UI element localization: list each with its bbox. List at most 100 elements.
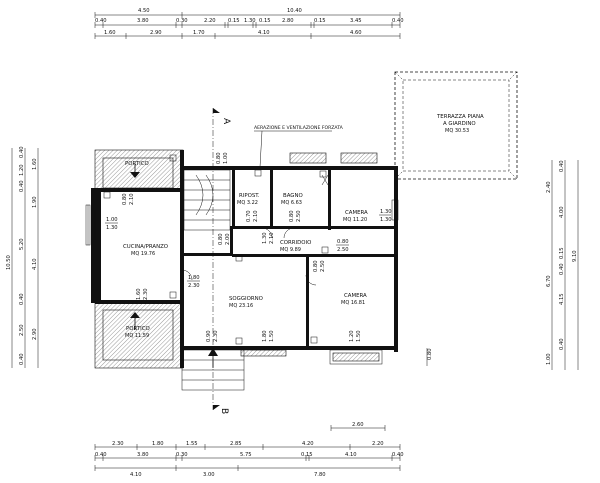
section-line: A B (212, 108, 231, 414)
dim-top-r2-4: 0.15 (228, 18, 240, 24)
terrazza-line1: TERRAZZA PIANA (436, 114, 484, 120)
dim-top-r3-4: 4.60 (350, 30, 362, 36)
bagno-name: BAGNO (283, 193, 303, 199)
camera2-name: CAMERA (344, 293, 367, 299)
bagno-area: MQ 6.63 (281, 200, 302, 206)
op-cucina-win-b: 1.30 (106, 225, 118, 231)
ripost-name: RIPOST. (239, 193, 260, 199)
op-camera1-b: 1.30 (380, 217, 392, 223)
terrazza-line2: A GIARDINO (443, 121, 476, 127)
dim-bot-r2-6: 0.40 (392, 452, 404, 458)
dim-bot-r1-2: 1.55 (186, 441, 198, 447)
dim-bot-r3-2: 7.80 (314, 472, 326, 478)
camera1-name: CAMERA (345, 210, 368, 216)
op-corr-right-a: 0.80 (337, 239, 349, 245)
dim-bot-r2-4: 0.15 (301, 452, 313, 458)
cucina-area: MQ 19.76 (131, 251, 155, 257)
bottom-dimension-lines: 2.60 2.30 1.80 1.55 2.85 4.20 2.20 0.40 … (94, 422, 404, 478)
dim-bot-r2-1: 3.80 (137, 452, 149, 458)
op-camera2-door-a: 0.80 (313, 260, 319, 272)
aerazione-label: AERAZIONE E VENTILAZIONE FORZATA (254, 125, 344, 131)
dim-left-total: 10.50 (6, 255, 12, 270)
dim-right-a-1: 2.40 (546, 181, 552, 193)
dim-right-a-4: 6.70 (546, 275, 552, 287)
op-corr-left-b: 2.00 (225, 233, 231, 245)
dim-top-r2-1: 3.80 (137, 18, 149, 24)
dim-top-r3-2: 1.70 (193, 30, 205, 36)
corridoio-name: CORRIDOIO (280, 240, 311, 246)
op-soggiorno-door-a: 1.80 (188, 275, 200, 281)
op-soggiorno-w2-b: 1.50 (269, 330, 275, 342)
soggiorno-name: SOGGIORNO (229, 296, 263, 302)
dim-bot-r2-5: 4.10 (345, 452, 357, 458)
dim-bot-r1-3: 2.85 (230, 441, 242, 447)
op-ripost-b: 2.10 (253, 210, 259, 222)
dim-top-r3-1: 2.90 (150, 30, 162, 36)
op-cucina-top-a: 0.80 (122, 193, 128, 205)
dim-bot-extra: 2.60 (352, 422, 364, 428)
dim-left-a-0: 0.40 (19, 146, 25, 158)
dim-top-r1-0: 4.50 (138, 8, 150, 14)
dim-top-r2-5: 1.30 (244, 18, 256, 24)
corridoio-area: MQ 9.89 (280, 247, 301, 253)
portico-top-name: PORTICO (125, 161, 149, 167)
dim-right-total: 9.10 (572, 250, 578, 262)
walls (85, 150, 399, 391)
dim-left-a-6: 0.40 (19, 293, 25, 305)
dim-top-r2-0: 0.40 (95, 18, 107, 24)
op-portico-top-a: 0.80 (216, 152, 222, 164)
ripost-area: MQ 3.22 (237, 200, 258, 206)
dim-right-a-3: 4.00 (559, 206, 565, 218)
section-a-label: A (221, 118, 231, 125)
dim-top-r3-3: 4.10 (258, 30, 270, 36)
terrazza-area: MQ 30.53 (445, 128, 469, 134)
dim-bot-r3-1: 3.00 (203, 472, 215, 478)
dim-left-a-2: 1.60 (32, 158, 38, 170)
dim-bot-r1-5: 2.20 (372, 441, 384, 447)
op-corr-mid-a: 1.30 (262, 232, 268, 244)
op-soggiorno-door-b: 2.30 (188, 283, 200, 289)
op-corr-mid-b: 2.10 (269, 232, 275, 244)
entrance-arrow-icon (208, 348, 218, 368)
camera2-area: MQ 16.81 (341, 300, 365, 306)
op-portico-bottom-b: 2.30 (143, 288, 149, 300)
soggiorno-area: MQ 23.16 (229, 303, 253, 309)
section-b-label: B (219, 408, 229, 414)
dim-bot-r1-1: 1.80 (152, 441, 164, 447)
op-bagno-b: 2.50 (296, 210, 302, 222)
dim-top-r2-2: 0.30 (176, 18, 188, 24)
dim-bot-r1-4: 4.20 (302, 441, 314, 447)
portico-bottom-arrow-icon (130, 312, 140, 330)
top-dimension-lines: 4.50 10.40 0.40 3.80 0.30 2.20 0.15 1.30… (94, 8, 404, 39)
dim-top-r2-8: 0.15 (314, 18, 326, 24)
dim-left-a-1: 1.20 (19, 164, 25, 176)
cucina-name: CUCINA/PRANZO (123, 244, 168, 250)
op-soggiorno-w2-a: 1.80 (262, 330, 268, 342)
op-camera2-win-b: 1.50 (356, 330, 362, 342)
dim-top-r1-1: 10.40 (287, 8, 302, 14)
dim-right-a-2: 0.15 (559, 247, 565, 259)
op-portico-bottom-a: 1.60 (136, 288, 142, 300)
dim-left-b-1: 2.90 (32, 328, 38, 340)
dim-left-a-5: 4.10 (32, 258, 38, 270)
dim-right-small: 0.80 (427, 348, 433, 360)
dim-bot-r2-2: 0.30 (176, 452, 188, 458)
dim-right-a-0: 0.40 (559, 160, 565, 172)
dim-top-r2-10: 0.40 (392, 18, 404, 24)
dim-bot-r2-3: 5.75 (240, 452, 252, 458)
op-cucina-win-a: 1.00 (106, 217, 118, 223)
op-corr-left-a: 0.80 (218, 233, 224, 245)
portico-bottom-area: MQ 11.59 (125, 333, 149, 339)
op-corr-right-b: 2.50 (337, 247, 349, 253)
dim-top-r2-6: 0.15 (259, 18, 271, 24)
dim-bot-r1-0: 2.30 (112, 441, 124, 447)
op-camera2-door-b: 2.50 (320, 260, 326, 272)
dim-right-a-7: 0.40 (559, 338, 565, 350)
dim-left-b-0: 1.90 (32, 196, 38, 208)
dim-left-a-3: 0.40 (19, 180, 25, 192)
op-soggiorno-w1-a: 0.90 (206, 330, 212, 342)
dim-top-r2-9: 3.45 (350, 18, 362, 24)
op-bagno-a: 0.80 (289, 210, 295, 222)
dim-left-a-4: 5.20 (19, 238, 25, 250)
